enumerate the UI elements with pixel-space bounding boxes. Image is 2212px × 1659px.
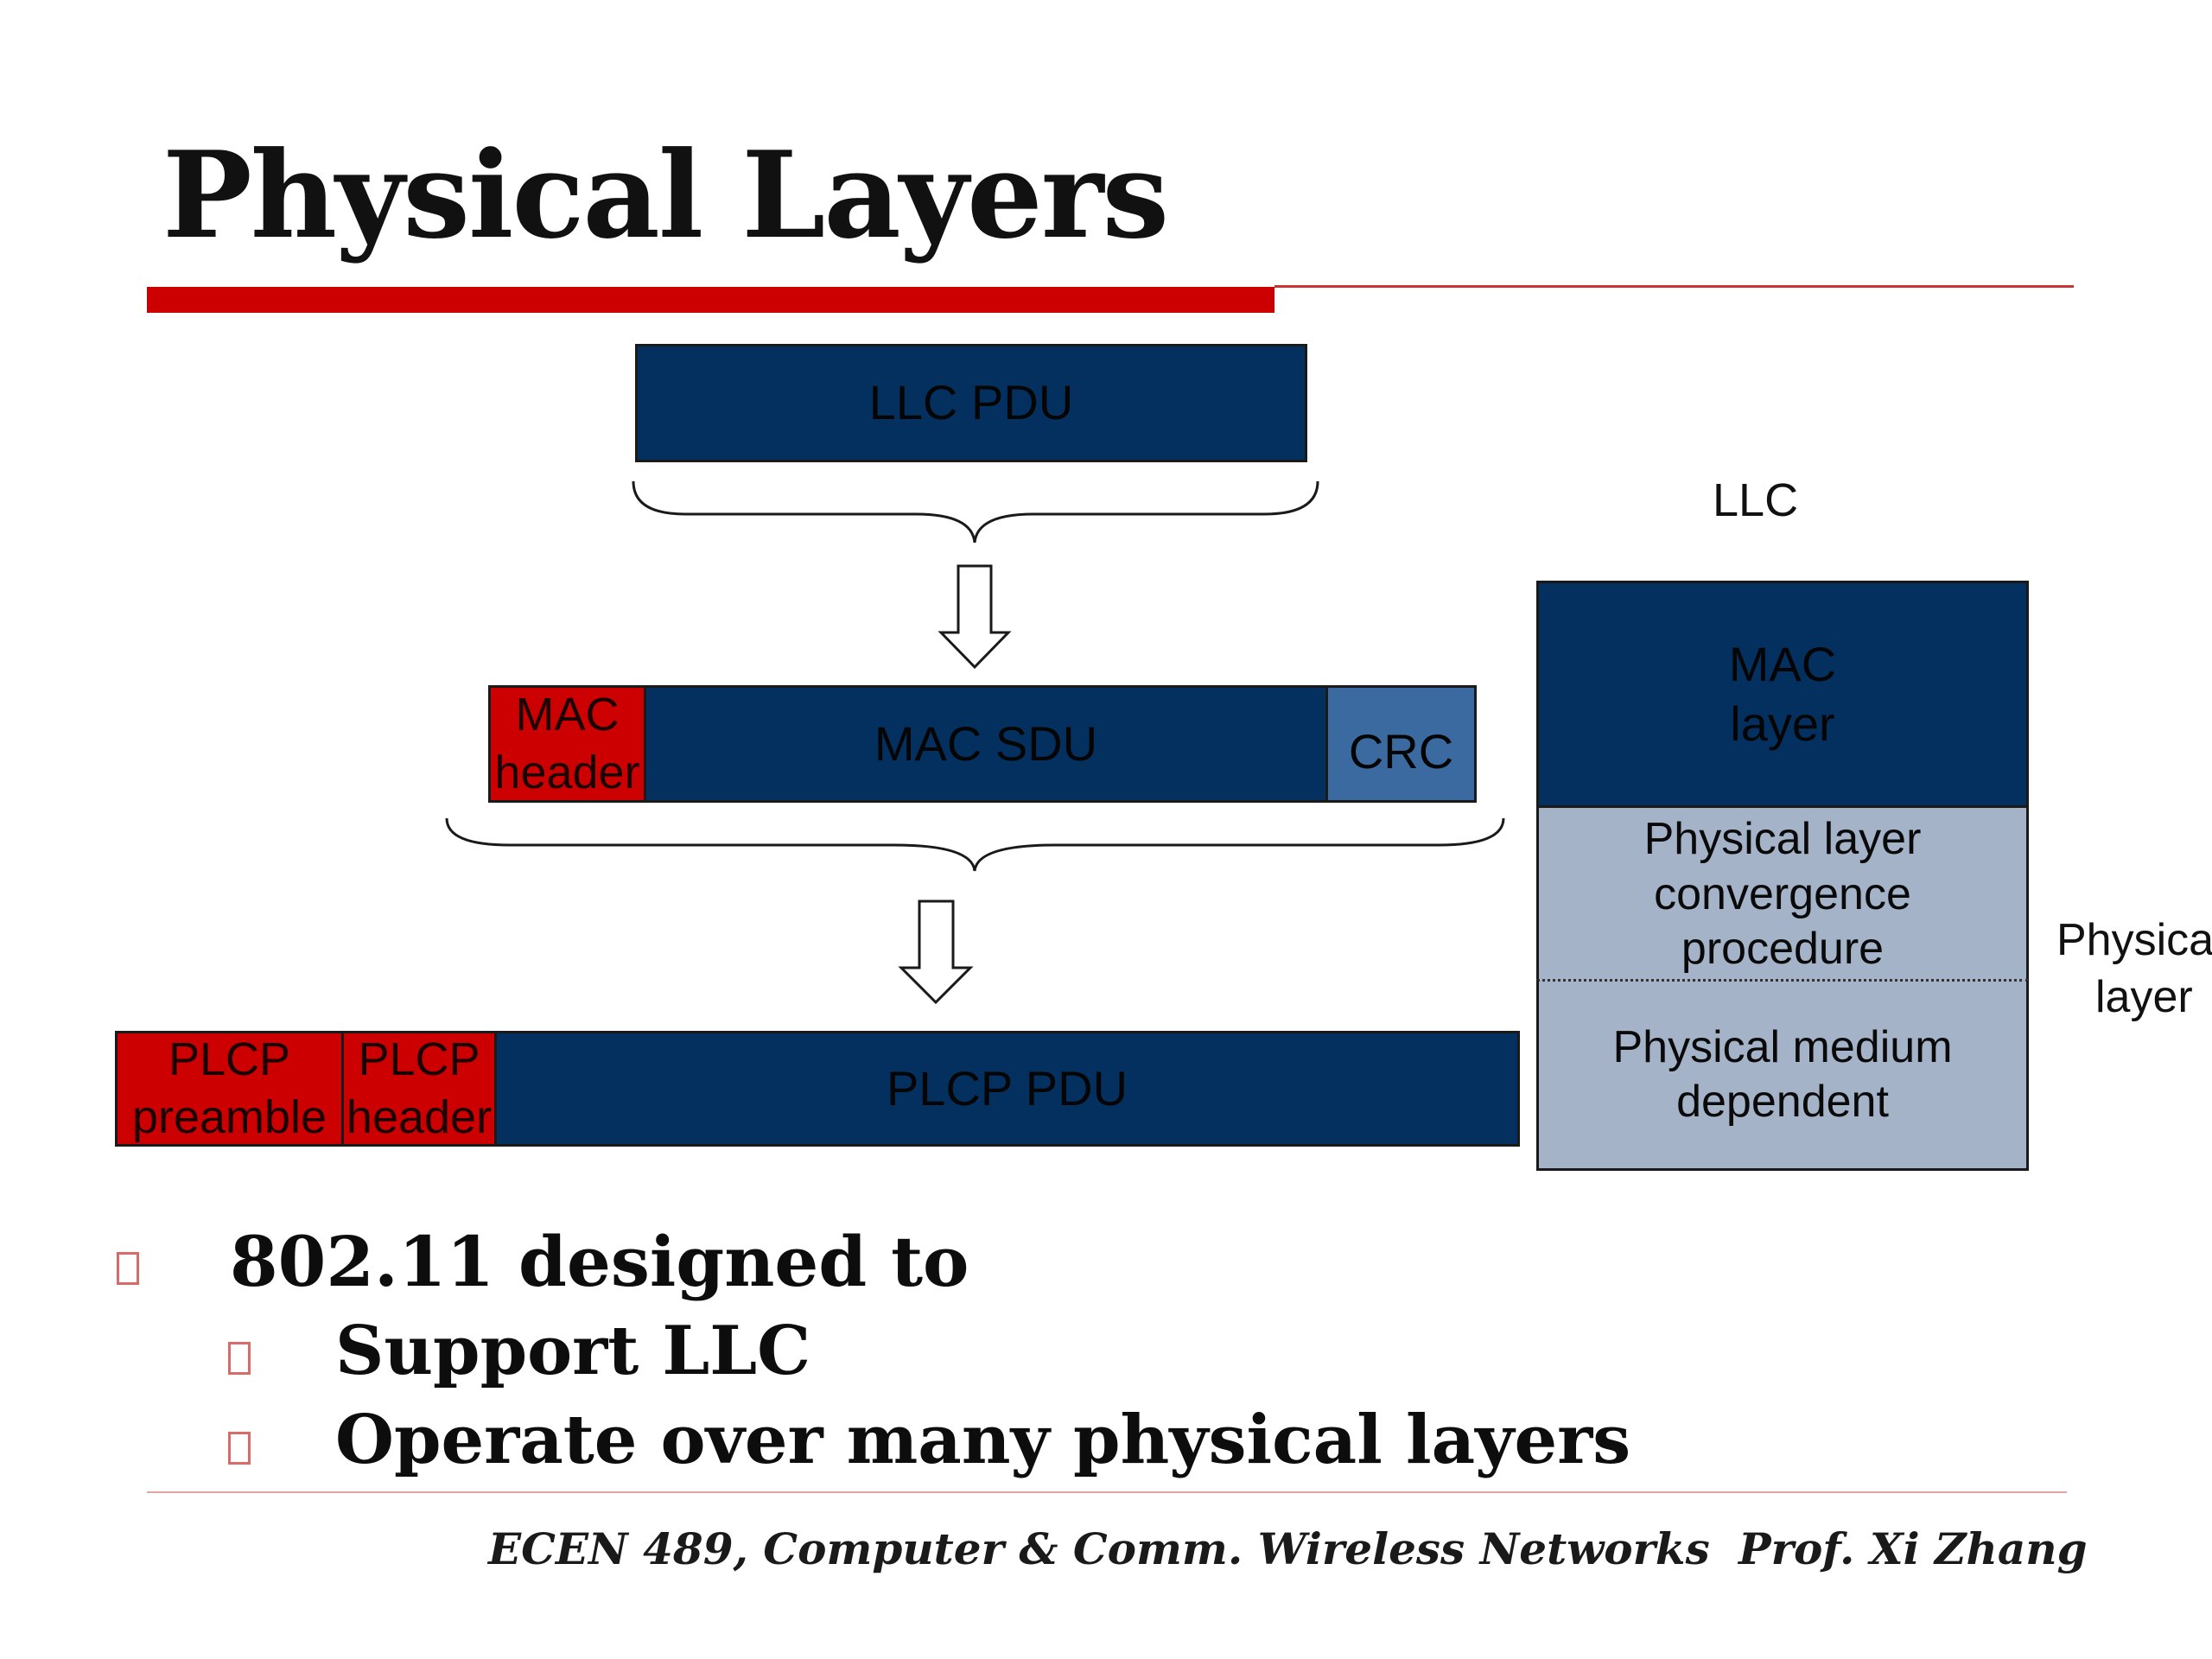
mac-frame-brace — [445, 817, 1505, 872]
mac-sdu-label: MAC SDU — [874, 715, 1098, 771]
plcp-procedure-box: Physical layer convergence procedure — [1536, 805, 2029, 982]
title-underline-bar — [147, 287, 1274, 313]
llc-layer-label: LLC — [1713, 474, 1799, 526]
plcp-procedure-line1: Physical layer — [1643, 814, 1922, 865]
mac-header-box: MAC header — [488, 685, 646, 803]
plcp-header-box: PLCP header — [341, 1031, 497, 1147]
plcp-procedure-line2: convergence — [1654, 868, 1911, 919]
bullet-marker-icon — [228, 1432, 251, 1465]
down-arrow-icon — [938, 564, 1012, 670]
plcp-header-label-line2: header — [346, 1091, 493, 1143]
crc-box: CRC — [1325, 685, 1477, 803]
plcp-header-label-line1: PLCP — [358, 1033, 480, 1085]
mac-header-label-line1: MAC — [515, 688, 620, 741]
plcp-preamble-label-line2: preamble — [131, 1091, 327, 1143]
mac-layer-label-line2: layer — [1730, 696, 1835, 751]
bullet-main: 802.11 designed to — [230, 1221, 969, 1302]
plcp-pdu-label: PLCP PDU — [886, 1060, 1128, 1116]
bullet-marker-icon — [117, 1252, 139, 1285]
bullet-sub-item: Operate over many physical layers — [335, 1401, 1631, 1479]
pmd-label-line1: Physical medium — [1612, 1021, 1953, 1072]
llc-pdu-label: LLC PDU — [868, 375, 1074, 430]
plcp-pdu-box: PLCP PDU — [494, 1031, 1520, 1147]
crc-label: CRC — [1348, 723, 1454, 779]
physical-layer-label: Physical layer — [2056, 912, 2212, 1026]
plcp-preamble-box: PLCP preamble — [115, 1031, 344, 1147]
llc-pdu-brace — [632, 480, 1319, 543]
mac-layer-label-line1: MAC — [1728, 637, 1837, 692]
title-underline-rule — [1274, 285, 2074, 288]
physical-layer-label-line1: Physical — [2056, 915, 2212, 965]
pmd-box: Physical medium dependent — [1536, 979, 2029, 1171]
llc-pdu-box: LLC PDU — [635, 344, 1307, 462]
bullet-marker-icon — [228, 1342, 251, 1375]
footer-course: ECEN 489, Computer & Comm. Wireless Netw… — [488, 1523, 1710, 1574]
slide-title: Physical Layers — [162, 124, 1169, 265]
footer-divider — [147, 1491, 2067, 1493]
mac-header-label-line2: header — [494, 747, 640, 798]
mac-layer-box: MAC layer — [1536, 581, 2029, 808]
physical-layer-label-line2: layer — [2095, 972, 2193, 1023]
down-arrow-icon — [898, 899, 974, 1005]
plcp-preamble-label-line1: PLCP — [168, 1033, 291, 1085]
pmd-label-line2: dependent — [1676, 1077, 1889, 1127]
mac-sdu-box: MAC SDU — [644, 685, 1328, 803]
plcp-procedure-line3: procedure — [1681, 924, 1885, 975]
bullet-sub-item: Support LLC — [335, 1312, 811, 1390]
footer-author: Prof. Xi Zhang — [1738, 1523, 2088, 1574]
